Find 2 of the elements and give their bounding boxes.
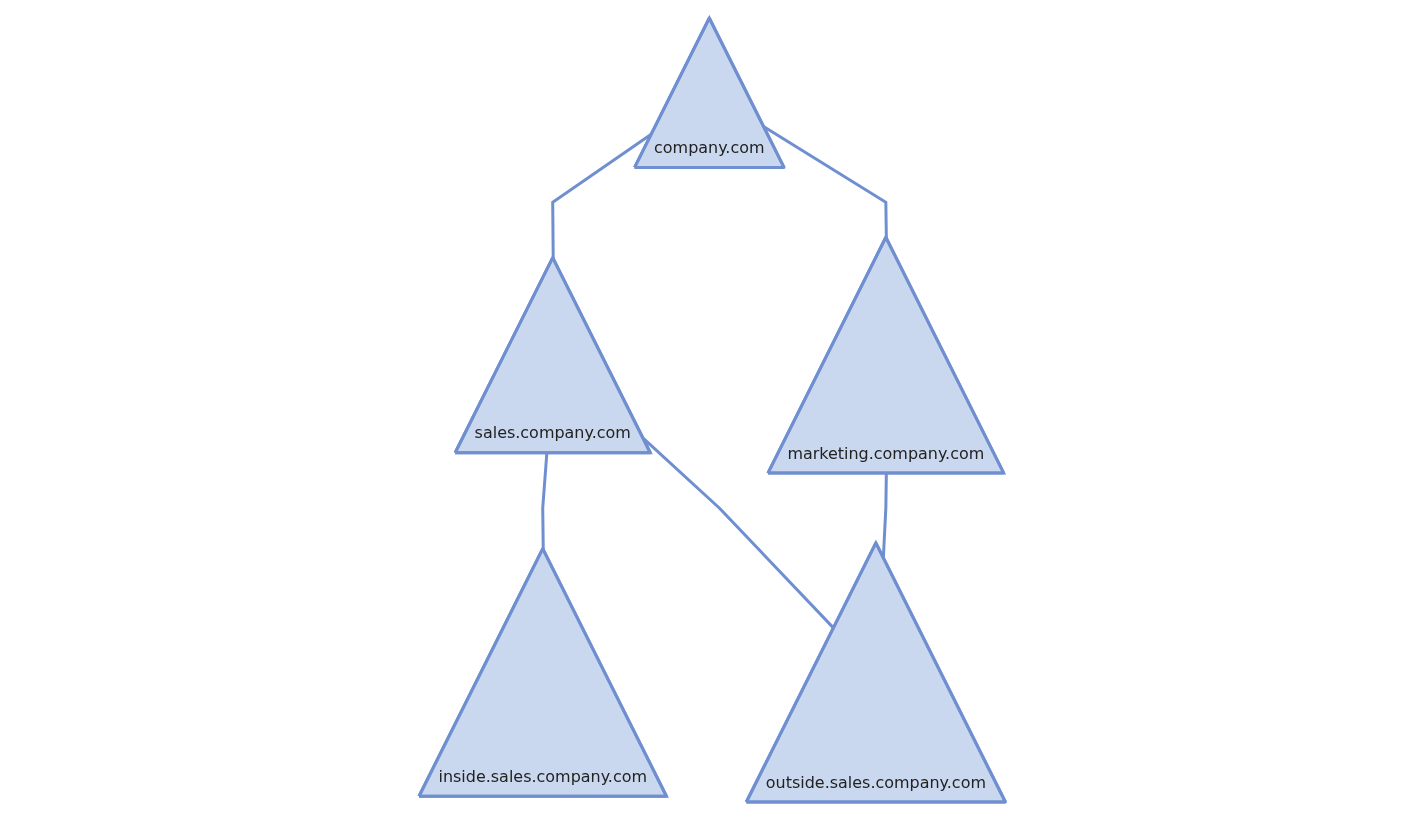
connector <box>881 473 888 558</box>
connector <box>541 453 549 550</box>
